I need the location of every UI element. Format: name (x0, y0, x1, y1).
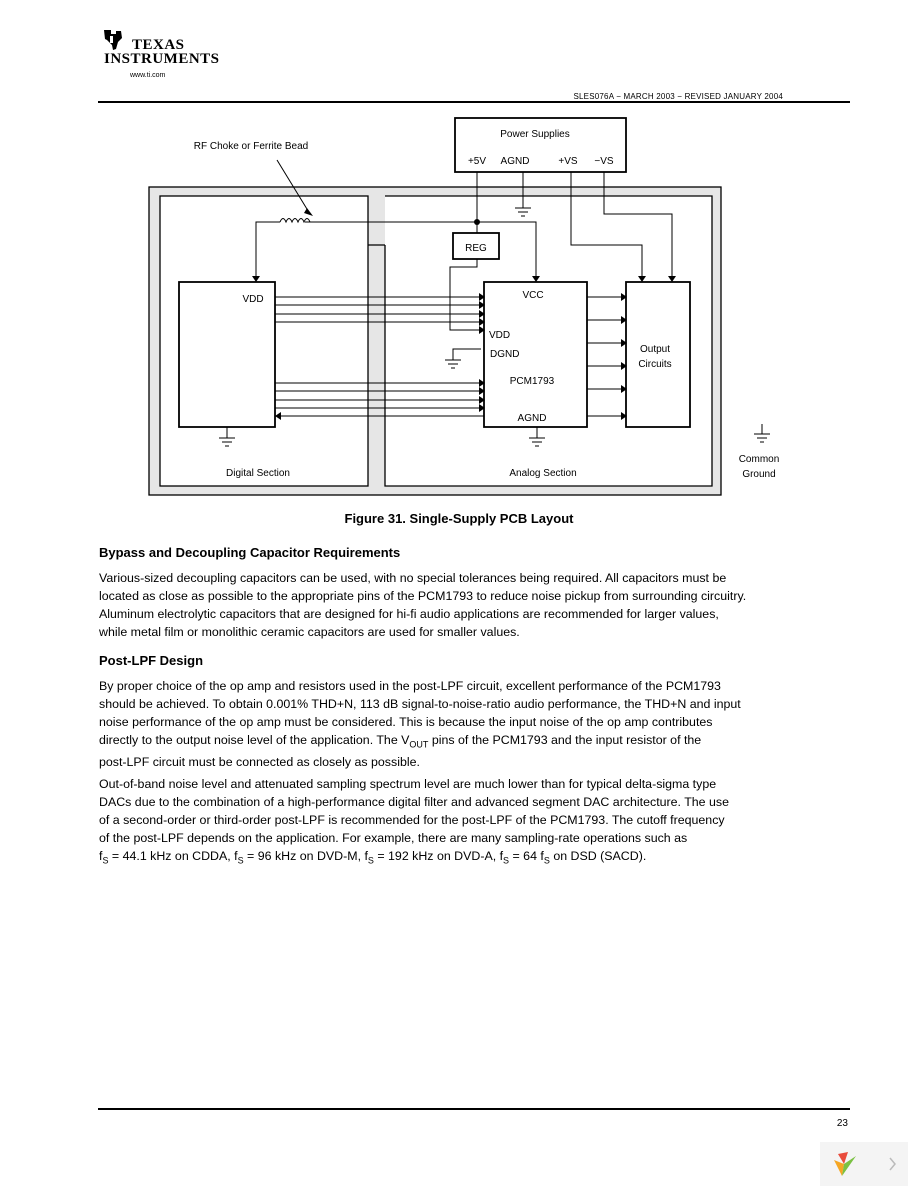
viewer-nav-widget (820, 1142, 908, 1186)
paragraph-line: Aluminum electrolytic capacitors that ar… (99, 607, 719, 621)
paragraph-post-lpf: By proper choice of the op amp and resis… (99, 677, 819, 771)
paragraph-line: post-LPF circuit must be connected as cl… (99, 755, 420, 770)
rf-choke-label: RF Choke or Ferrite Bead (194, 141, 309, 152)
vout-subscript: OUT (409, 739, 429, 750)
company-url[interactable]: www.ti.com (130, 72, 166, 79)
paragraph-line: noise performance of the op amp must be … (99, 715, 713, 729)
common-ground-label-1: Common (739, 454, 780, 465)
paragraph-line: of a second-order or third-order post-LP… (99, 813, 725, 827)
plus-vs-label: +VS (558, 156, 578, 167)
paragraph-bypass: Various-sized decoupling capacitors can … (99, 569, 819, 641)
vcc-label: VCC (522, 290, 543, 301)
document-number: SLES076A − MARCH 2003 − REVISED JANUARY … (573, 92, 783, 101)
output-circuits-label-2: Circuits (638, 359, 671, 370)
company-name-line2: INSTRUMENTS (104, 51, 220, 67)
reg-label: REG (465, 243, 487, 254)
paragraph-out-of-band: Out-of-band noise level and attenuated s… (99, 775, 819, 869)
output-circuits-label-1: Output (640, 344, 670, 355)
paragraph-line: located as close as possible to the appr… (99, 589, 747, 603)
section-heading-post-lpf: Post-LPF Design (99, 653, 204, 668)
pcm1793-label: PCM1793 (510, 376, 555, 387)
power-supplies-label: Power Supplies (500, 129, 569, 140)
agnd-pin-label: AGND (518, 413, 547, 424)
supply-agnd-label: AGND (501, 156, 530, 167)
paragraph-line: of the post-LPF depends on the applicati… (99, 831, 688, 845)
plus5v-label: +5V (468, 156, 486, 167)
paragraph-line: DACs due to the combination of a high-pe… (99, 795, 729, 809)
figure-caption: Figure 31. Single-Supply PCB Layout (344, 511, 574, 526)
pcb-layout-diagram: Power Supplies +5V AGND +VS −VS RF Choke… (148, 117, 780, 496)
paragraph-line: while metal film or monolithic ceramic c… (99, 625, 520, 639)
header-rule (98, 101, 850, 103)
dgnd-label: DGND (490, 349, 519, 360)
minus-vs-label: −VS (594, 156, 614, 167)
digital-vdd-label: VDD (242, 294, 263, 305)
paragraph-line: directly to the output noise level of th… (99, 733, 702, 750)
paragraph-line: Out-of-band noise level and attenuated s… (99, 777, 717, 791)
paragraph-line: By proper choice of the op amp and resis… (99, 679, 721, 693)
page-number: 23 (836, 1118, 848, 1129)
paragraph-line: Various-sized decoupling capacitors can … (99, 571, 727, 585)
footer-rule (98, 1108, 850, 1110)
section-heading-bypass: Bypass and Decoupling Capacitor Requirem… (99, 545, 401, 560)
vdd-pin-label: VDD (489, 330, 510, 341)
digital-section-label: Digital Section (226, 468, 290, 479)
company-name-line1: TEXAS (132, 37, 185, 53)
ti-logo-icon (104, 30, 122, 50)
paragraph-line: fS = 44.1 kHz on CDDA, fS = 96 kHz on DV… (99, 849, 647, 866)
paragraph-line: should be achieved. To obtain 0.001% THD… (99, 697, 741, 711)
viewer-logo-icon[interactable] (834, 1152, 856, 1176)
next-page-icon[interactable] (889, 1157, 896, 1171)
analog-section-label: Analog Section (509, 468, 576, 479)
common-ground-label-2: Ground (742, 469, 775, 480)
